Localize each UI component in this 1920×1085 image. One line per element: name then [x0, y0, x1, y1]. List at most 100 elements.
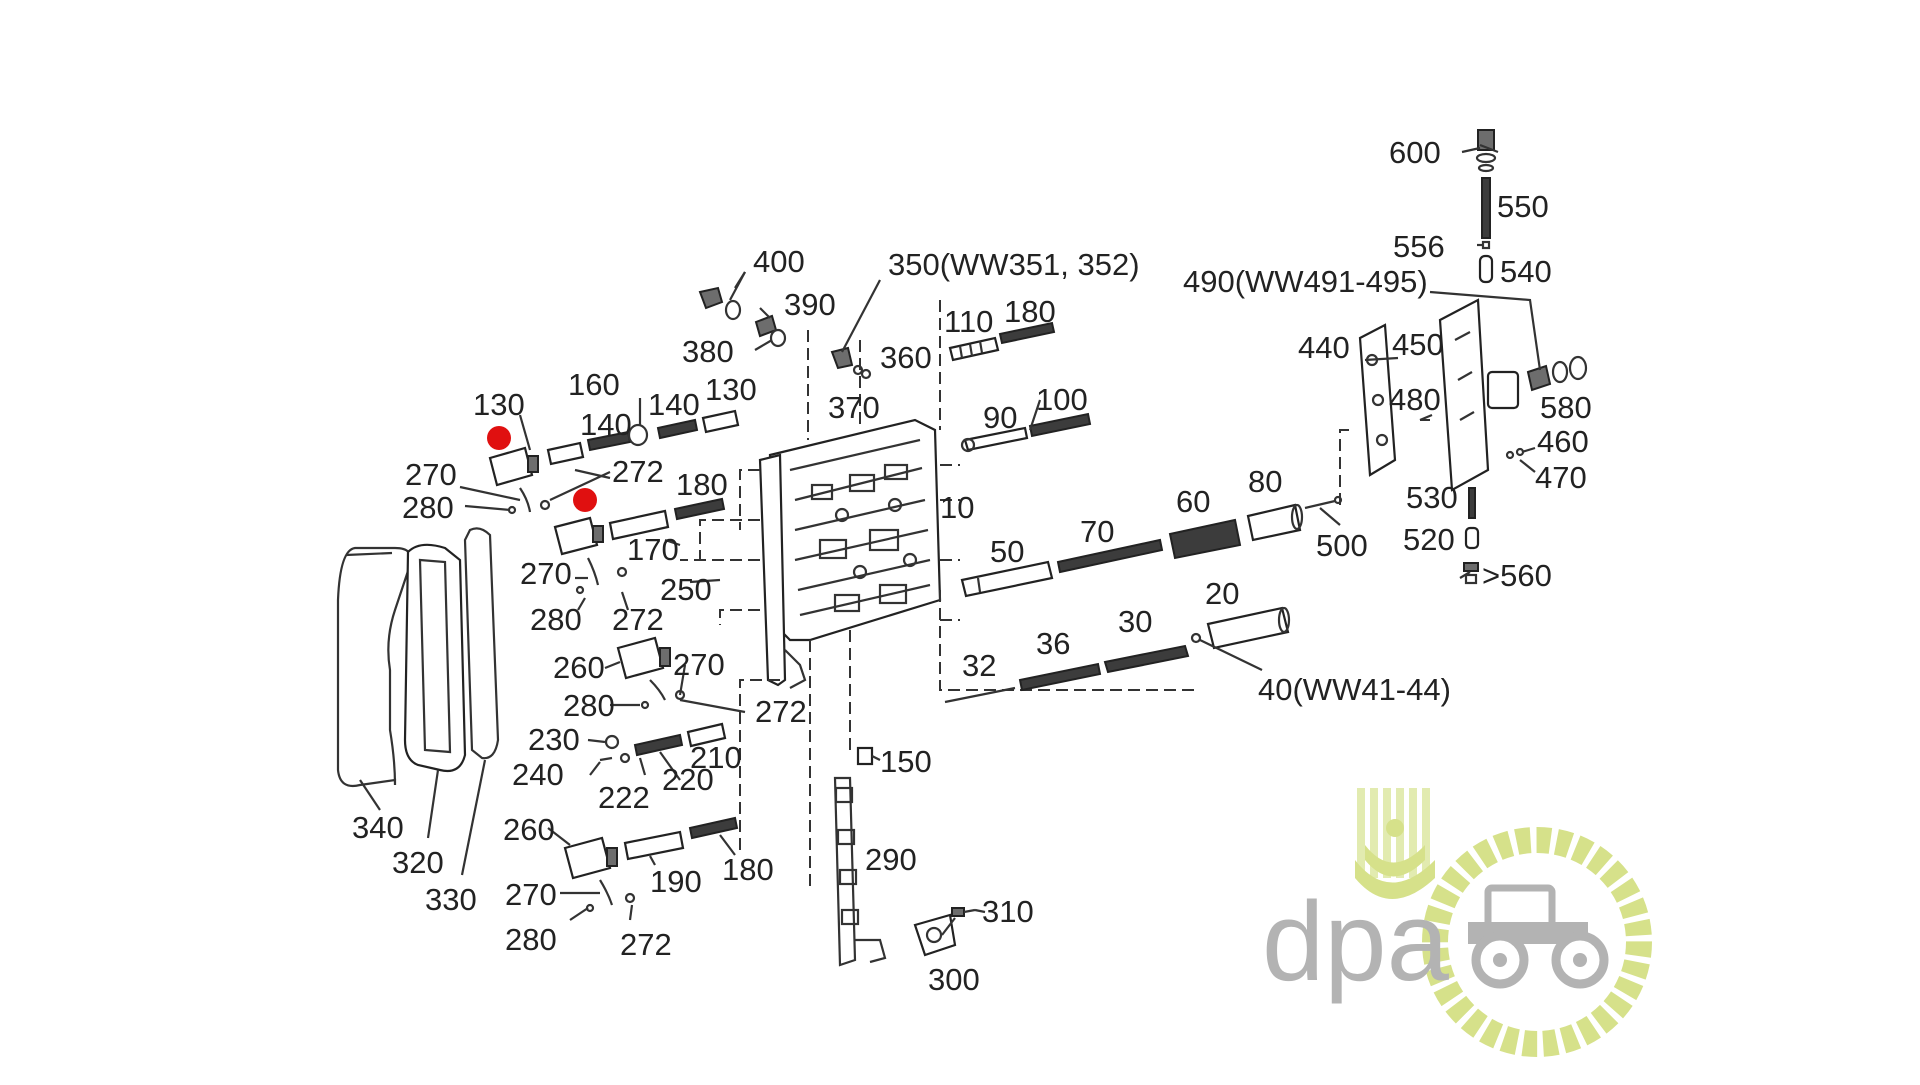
logo-text: dpa — [1262, 879, 1450, 1004]
label-500: 500 — [1316, 528, 1368, 563]
label-160: 160 — [568, 367, 620, 402]
label-350: 350(WW351, 352) — [888, 247, 1140, 282]
label-110: 110 — [944, 304, 993, 339]
valve-210 — [686, 722, 727, 748]
label-240: 240 — [512, 757, 564, 792]
label-290: 290 — [865, 842, 917, 877]
spring-70 — [1056, 538, 1164, 574]
label-480: 480 — [1389, 382, 1441, 417]
seal-330 — [463, 527, 500, 760]
label-440: 440 — [1298, 330, 1350, 365]
plug-400 — [698, 286, 742, 321]
label-100: 100 — [1036, 382, 1088, 417]
rod-32 — [944, 686, 1016, 704]
spring-140-right — [656, 418, 699, 440]
gear-ring-icon — [1422, 827, 1652, 1057]
valve-540 — [1478, 254, 1494, 284]
clip-270-c — [640, 679, 686, 710]
valve-130-right — [701, 409, 740, 434]
valve-90 — [960, 426, 1029, 453]
leader-lines — [359, 143, 1542, 936]
label-390: 390 — [784, 287, 836, 322]
rod-550 — [1481, 177, 1491, 239]
label-272-d: 272 — [620, 927, 672, 962]
label-36: 36 — [1036, 626, 1070, 661]
label-30: 30 — [1118, 604, 1152, 639]
spring-30 — [1103, 644, 1190, 674]
valve-50 — [960, 560, 1054, 598]
label-230: 230 — [528, 722, 580, 757]
label-260-b: 260 — [503, 812, 555, 847]
label-260-a: 260 — [553, 650, 605, 685]
part-300 — [913, 913, 957, 957]
label-270-a: 270 — [405, 457, 457, 492]
label-600: 600 — [1389, 135, 1441, 170]
label-470: 470 — [1535, 460, 1587, 495]
label-150: 150 — [880, 744, 932, 779]
pin-500 — [1304, 495, 1343, 510]
part-160 — [627, 423, 649, 447]
label-10: 10 — [940, 490, 974, 525]
label-50: 50 — [990, 534, 1024, 569]
valve-190 — [623, 830, 685, 861]
gasket-290 — [833, 776, 887, 967]
label-222: 222 — [598, 780, 650, 815]
spring-36 — [1018, 662, 1102, 692]
label-490: 490(WW491-495) — [1183, 264, 1428, 299]
spring-180-mid — [673, 497, 726, 521]
solenoid-130-top — [488, 446, 539, 487]
label-460: 460 — [1537, 424, 1589, 459]
label-400: 400 — [753, 244, 805, 279]
label-272-c: 272 — [755, 694, 807, 729]
valve-520 — [1464, 526, 1480, 550]
ring-40 — [1190, 632, 1202, 644]
rod-530 — [1468, 487, 1476, 519]
label-32: 32 — [962, 648, 996, 683]
label-340: 340 — [352, 810, 404, 845]
clip-270-d — [585, 879, 636, 913]
label-280-d: 280 — [505, 922, 557, 957]
label-250: 250 — [660, 572, 712, 607]
label-540: 540 — [1500, 254, 1552, 289]
dpa-logo: dpa — [1262, 788, 1652, 1057]
spring-100 — [1028, 412, 1092, 438]
label-210: 210 — [690, 740, 742, 775]
valve-110 — [948, 336, 1000, 362]
spring-220 — [633, 733, 684, 757]
solenoid-260-a — [616, 636, 671, 680]
label-450: 450 — [1392, 327, 1444, 362]
label-270-d: 270 — [505, 877, 557, 912]
plug-360 — [830, 346, 872, 380]
label-272-a: 272 — [612, 454, 664, 489]
label-530: 530 — [1406, 480, 1458, 515]
label-90: 90 — [983, 400, 1017, 435]
label-360: 360 — [880, 340, 932, 375]
label-380: 380 — [682, 334, 734, 369]
piston-20 — [1206, 606, 1291, 650]
spring-180-low — [688, 816, 739, 840]
spring-140-left — [586, 430, 632, 452]
label-40: 40(WW41-44) — [1258, 672, 1451, 707]
parts-230-240 — [599, 734, 631, 764]
label-550: 550 — [1497, 189, 1549, 224]
valve-body-main — [758, 418, 942, 689]
gasket-340 — [336, 546, 413, 788]
valve-140-left — [546, 441, 585, 466]
label-130-left: 130 — [473, 387, 525, 422]
label-310: 310 — [982, 894, 1034, 929]
label-140-right: 140 — [648, 387, 700, 422]
bolt-310 — [951, 907, 976, 917]
ball-460 — [1505, 447, 1525, 460]
label-180-mid: 180 — [676, 467, 728, 502]
valve-170 — [608, 509, 670, 541]
label-60: 60 — [1176, 484, 1210, 519]
label-272-b: 272 — [612, 602, 664, 637]
label-180-low: 180 — [722, 852, 774, 887]
ring-380 — [769, 328, 787, 348]
plate-440 — [1358, 323, 1397, 477]
spring-180-top — [998, 321, 1056, 345]
label-330: 330 — [425, 882, 477, 917]
label-580: 580 — [1540, 390, 1592, 425]
wheat-emblem-icon — [1355, 788, 1435, 899]
